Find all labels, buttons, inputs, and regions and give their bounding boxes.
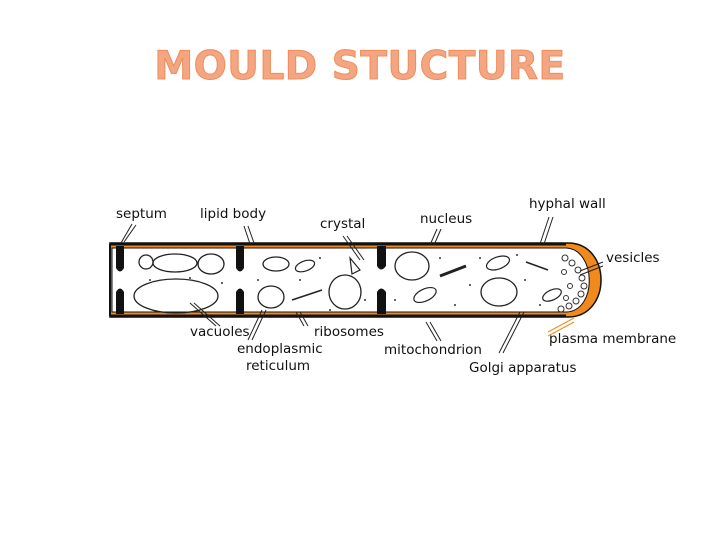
vesicles	[557, 254, 588, 313]
cytoplasm-shape	[111, 247, 590, 313]
vacuoles	[133, 251, 518, 314]
organelles	[291, 255, 562, 304]
label-crystal: crystal	[320, 216, 366, 232]
label-vesicles: vesicles	[606, 250, 660, 266]
label-reticulum: reticulum	[246, 358, 311, 374]
ribosomes	[149, 254, 541, 311]
label-ribosomes: ribosomes	[314, 324, 384, 340]
label-vacuoles: vacuoles	[190, 324, 250, 340]
page-title: MOULD STUCTURE	[154, 44, 566, 90]
label-pointers	[120, 216, 604, 354]
label-nucleus: nucleus	[420, 211, 473, 227]
label-plasma-membrane: plasma membrane	[549, 331, 677, 347]
label-septum: septum	[116, 206, 167, 222]
label-hyphal-wall: hyphal wall	[529, 196, 606, 212]
label-endoplasmic: endoplasmic	[237, 341, 323, 357]
label-mitochondrion: mitochondrion	[384, 342, 482, 358]
label-golgi-apparatus: Golgi apparatus	[469, 360, 577, 376]
label-lipid-body: lipid body	[200, 206, 267, 222]
septa	[116, 246, 386, 314]
